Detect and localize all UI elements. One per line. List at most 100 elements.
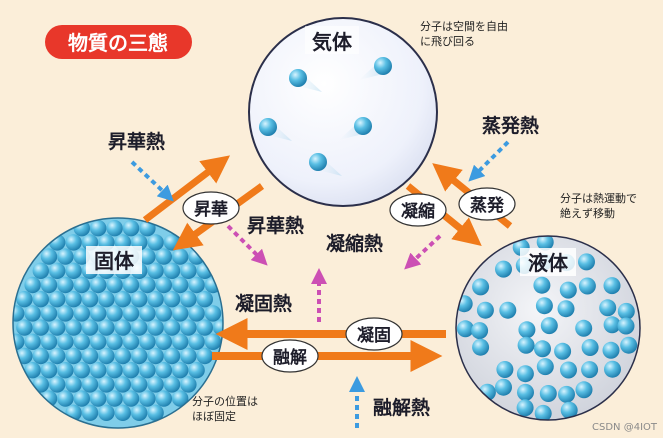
solid-note-line1: 分子の位置は (192, 394, 258, 408)
solid-molecule (49, 291, 66, 308)
melting-badge: 融解 (261, 339, 319, 373)
freezing-heat-label: 凝固熱 (235, 292, 292, 315)
solid-molecule (57, 333, 74, 350)
liquid-molecule (472, 278, 490, 296)
liquid-molecule (518, 321, 536, 339)
solid-molecule (90, 362, 107, 379)
solid-molecule (204, 333, 222, 350)
solid-molecule (73, 276, 91, 294)
solid-molecule (49, 347, 66, 365)
solid-molecule (139, 305, 156, 322)
solid-molecule (57, 305, 74, 322)
gas-note-line2: に飛び回る (420, 35, 475, 48)
liquid-molecule (559, 281, 577, 299)
solid-molecule (24, 276, 41, 294)
liquid-molecule (517, 336, 535, 354)
liquid-molecule (533, 276, 551, 294)
liquid-molecule (599, 299, 617, 317)
freezing-label: 凝固 (357, 326, 391, 346)
liquid-note-line2: 絶えず移動 (560, 206, 615, 220)
solid-molecule (106, 276, 123, 294)
liquid-note-line1: 分子は熱運動で (560, 191, 637, 205)
solid-molecule (122, 276, 140, 294)
solid-molecule (81, 319, 99, 336)
gas-label: 気体 (312, 30, 353, 54)
solid-molecule (65, 347, 82, 365)
solid-molecule (32, 319, 49, 336)
liquid-sphere: 液体 (455, 235, 641, 421)
liquid-molecule (476, 301, 494, 319)
liquid-molecule (617, 302, 635, 320)
solid-molecule (155, 362, 172, 379)
solid-molecule (81, 404, 99, 421)
solid-molecule (106, 390, 123, 407)
solid-molecule (204, 305, 222, 322)
solid-molecule (114, 291, 131, 308)
solid-molecule (73, 390, 91, 407)
sublimation-label: 昇華 (194, 200, 228, 220)
melting-heat-label: 融解熱 (373, 396, 430, 419)
liquid-molecule (557, 300, 575, 318)
evaporation-badge: 蒸発 (458, 187, 516, 221)
solid-molecule (40, 305, 58, 322)
solid-molecule (172, 305, 189, 322)
solid-molecule (147, 291, 164, 308)
evaporation-label: 蒸発 (470, 195, 505, 216)
gas-molecules (259, 57, 392, 176)
solid-molecule (81, 291, 99, 308)
liquid-molecule (534, 340, 551, 358)
solid-molecule (98, 376, 115, 393)
solid-label: 固体 (94, 249, 135, 273)
solid-molecule (139, 362, 156, 379)
solid-molecule (98, 291, 115, 308)
solid-molecule (172, 362, 189, 379)
liquid-molecule (534, 404, 552, 420)
condensation-label: 凝縮 (401, 201, 435, 222)
liquid-molecule (558, 385, 575, 403)
liquid-molecule (495, 378, 512, 396)
solid-molecule (106, 362, 123, 379)
solid-molecule (122, 390, 140, 407)
solid-molecule (16, 319, 33, 336)
solid-molecule (139, 390, 156, 407)
gas-molecule (374, 57, 392, 75)
solid-molecule (98, 404, 115, 421)
solid-molecule (24, 362, 41, 379)
freezing-badge: 凝固 (345, 317, 403, 351)
solid-molecule (40, 276, 58, 294)
solid-molecule (163, 347, 181, 365)
solid-molecule (172, 248, 189, 265)
solid-molecule (90, 220, 107, 237)
solid-molecule (49, 376, 66, 393)
solid-molecule (172, 390, 189, 407)
liquid-molecule (516, 399, 534, 417)
solid-molecule (57, 276, 74, 294)
solid-molecule (114, 319, 131, 336)
solid-molecule (147, 319, 164, 336)
liquid-molecule (620, 336, 638, 354)
solid-molecule (188, 305, 205, 322)
liquid-molecule (535, 297, 553, 315)
liquid-molecule (536, 358, 554, 376)
solid-molecule (90, 276, 107, 294)
solid-molecule (122, 362, 140, 379)
heat-labels: 昇華熱 昇華熱 蒸発熱 凝縮熱 凝固熱 融解熱 (108, 114, 539, 419)
solid-molecule (188, 276, 205, 294)
solid-molecule (65, 291, 82, 308)
solid-molecule (180, 347, 197, 365)
condensation-heat-arrow (404, 234, 442, 270)
solid-molecule (24, 333, 41, 350)
solid-molecule (155, 390, 172, 407)
solid-molecule (57, 248, 74, 265)
solid-molecule (155, 248, 172, 265)
heat-arrows (130, 140, 510, 428)
solid-molecule (155, 333, 172, 350)
liquid-molecule (516, 365, 534, 383)
solid-molecule (114, 404, 131, 421)
liquid-molecule (540, 317, 558, 335)
liquid-molecule (578, 253, 595, 271)
solid-molecule (49, 319, 66, 336)
solid-molecule (32, 291, 49, 308)
gas-molecule (259, 118, 277, 136)
solid-molecule (73, 305, 91, 322)
